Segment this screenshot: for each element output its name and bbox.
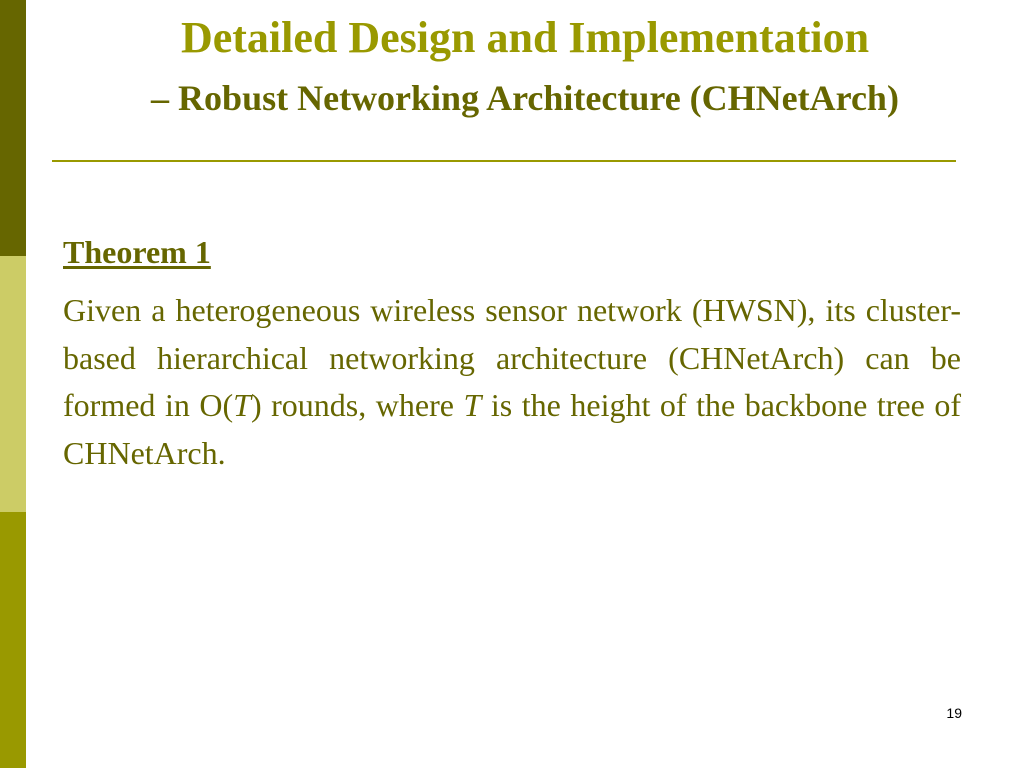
theorem-text-run: ) rounds, where (250, 387, 464, 423)
title-divider (52, 160, 956, 162)
sidebar-segment-top (0, 0, 26, 256)
sidebar-accent-bar (0, 0, 26, 768)
math-variable: T (233, 387, 251, 423)
theorem-text-run: Given a heterogeneous wireless sensor ne… (63, 292, 961, 423)
theorem-heading: Theorem 1 (63, 234, 211, 270)
slide-title: Detailed Design and Implementation (180, 13, 870, 62)
sidebar-segment-middle (0, 256, 26, 512)
sidebar-segment-bottom (0, 512, 26, 768)
slide-subtitle: – Robust Networking Architecture (CHNetA… (151, 78, 899, 118)
page-number: 19 (946, 705, 962, 721)
theorem-statement: Given a heterogeneous wireless sensor ne… (63, 287, 961, 477)
theorem-text-run: is the height of the backbone tree of CH… (63, 387, 962, 471)
math-variable: T (463, 387, 482, 423)
